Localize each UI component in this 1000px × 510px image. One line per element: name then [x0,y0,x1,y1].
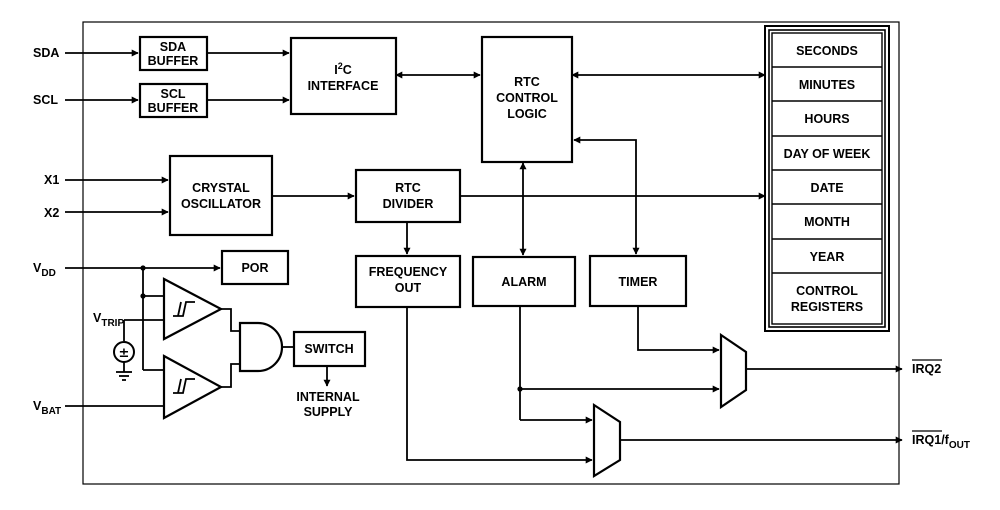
scl-buffer-block: SCL BUFFER [138,82,209,119]
rtc-control-line1: RTC [514,75,540,89]
timer-label: TIMER [619,275,658,289]
frequency-out-block: FREQUENCY OUT [354,254,462,309]
wire-freqout-mux1 [406,307,593,464]
register-control-line1: CONTROL [796,284,858,298]
sda-buffer-line2: BUFFER [148,54,199,68]
hysteresis-icon-b2 [177,378,182,394]
register-stack: SECONDS MINUTES HOURS DAY OF WEEK DATE M… [764,25,890,332]
sda-buffer-block: SDA BUFFER [138,35,209,72]
scl-buffer-line2: BUFFER [148,101,199,115]
pin-irq2-label: IRQ2 [912,362,941,376]
pin-x2-label: X2 [44,206,59,220]
rtc-divider-block: RTC DIVIDER [354,168,462,224]
register-day-of-week: DAY OF WEEK [784,147,871,161]
rtc-control-line2: CONTROL [496,91,558,105]
mux-irq2 [719,332,748,410]
register-seconds: SECONDS [796,44,858,58]
vtrip-label: VTRIP [93,311,124,329]
i2c-interface-line2: INTERFACE [308,79,379,93]
por-label: POR [241,261,268,275]
pin-sda-label: SDA [33,46,59,60]
switch-label: SWITCH [304,342,353,356]
wire-comp1-and [221,308,240,332]
pin-scl-label: SCL [33,93,58,107]
register-hours: HOURS [804,112,849,126]
wire-timer-mux2 [637,306,720,354]
chip-outline [82,21,900,485]
switch-block: SWITCH [292,330,367,368]
register-control-line2: REGISTERS [791,300,863,314]
comparator-vbat [162,354,224,420]
wire-rtc-control-timer [573,136,640,255]
i2c-interface-block: I2C INTERFACE [289,36,398,116]
register-minutes: MINUTES [799,78,855,92]
wire-comp2-and [221,363,240,388]
por-block: POR [220,249,290,286]
rtc-divider-line2: DIVIDER [383,197,434,211]
pin-vbat-label: VBAT [33,399,61,417]
pin-vdd-label: VDD [33,261,56,279]
pin-x1-label: X1 [44,173,59,187]
rtc-control-logic-block: RTC CONTROL LOGIC [480,35,574,164]
crystal-oscillator-block: CRYSTAL OSCILLATOR [168,154,274,237]
timer-block: TIMER [588,254,688,308]
sda-buffer-line1: SDA [160,40,186,54]
mux-irq1 [592,402,622,478]
crystal-line1: CRYSTAL [192,181,250,195]
frequency-out-line2: OUT [395,281,422,295]
alarm-block: ALARM [471,255,577,308]
scl-buffer-line1: SCL [161,87,186,101]
frequency-out-line1: FREQUENCY [369,265,448,279]
alarm-label: ALARM [501,275,546,289]
i2c-interface-line1: I2C [334,61,352,77]
rtc-control-line3: LOGIC [507,107,547,121]
register-date: DATE [810,181,843,195]
internal-supply-line1: INTERNAL [296,390,360,404]
rtc-divider-line1: RTC [395,181,421,195]
pin-irq1-fout-label: IRQ1/fOUT [912,433,970,451]
hysteresis-icon-2 [177,301,182,317]
register-month: MONTH [804,215,850,229]
and-gate [238,321,284,373]
register-year: YEAR [810,250,845,264]
internal-supply-line2: SUPPLY [304,405,354,419]
crystal-line2: OSCILLATOR [181,197,261,211]
comparator-vdd [162,277,224,341]
vtrip-source-sign: ± [119,346,130,361]
